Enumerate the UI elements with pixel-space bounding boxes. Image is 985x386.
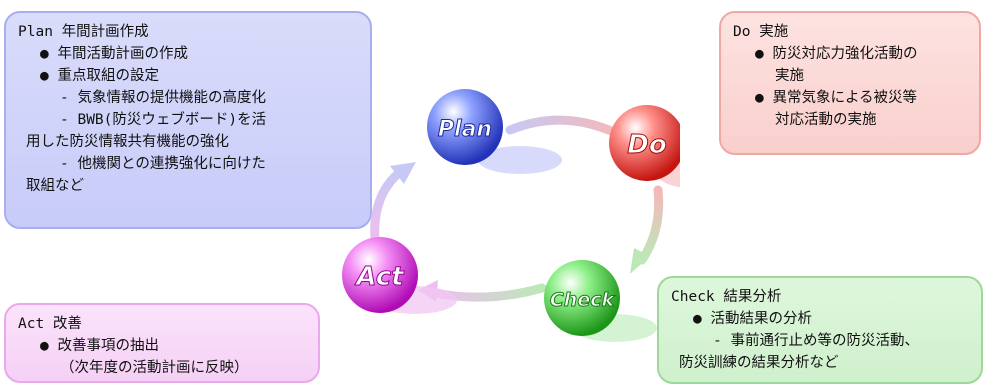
plan-box: Plan 年間計画作成 ● 年間活動計画の作成 ● 重点取組の設定 - 気象情報… bbox=[4, 11, 372, 229]
check-sphere: Check bbox=[544, 260, 620, 336]
do-title: Do 実施 bbox=[733, 24, 789, 40]
act-label: Act bbox=[354, 262, 405, 292]
pdca-cycle: Plan Do Check Act bbox=[342, 89, 680, 342]
plan-title: Plan 年間計画作成 bbox=[18, 24, 149, 40]
act-title: Act 改善 bbox=[18, 316, 82, 332]
plan-line: 取組など bbox=[26, 178, 84, 194]
act-line: （次年度の活動計画に反映） bbox=[60, 360, 249, 376]
check-label: Check bbox=[550, 289, 616, 311]
do-line: ● 異常気象による被災等 bbox=[755, 90, 918, 106]
arrow-act-to-plan bbox=[370, 162, 416, 245]
do-label: Do bbox=[627, 130, 666, 160]
plan-line: ● 重点取組の設定 bbox=[40, 68, 159, 84]
do-box: Do 実施 ● 防災対応力強化活動の 実施 ● 異常気象による被災等 対応活動の… bbox=[719, 11, 981, 155]
plan-line: - 他機関との連携強化に向けた bbox=[60, 156, 266, 172]
plan-line: - BWB(防災ウェブボード)を活 bbox=[60, 112, 267, 128]
check-line: ● 活動結果の分析 bbox=[693, 311, 812, 327]
plan-reflection bbox=[478, 146, 562, 174]
plan-line: 用した防災情報共有機能の強化 bbox=[26, 134, 229, 150]
plan-line: ● 年間活動計画の作成 bbox=[40, 46, 188, 62]
do-line: 対応活動の実施 bbox=[775, 112, 877, 128]
do-sphere: Do bbox=[609, 105, 680, 181]
do-line: ● 防災対応力強化活動の bbox=[755, 46, 918, 62]
act-line: ● 改善事項の抽出 bbox=[40, 338, 159, 354]
check-line: - 事前通行止め等の防災活動、 bbox=[713, 333, 919, 349]
check-line: 防災訓練の結果分析など bbox=[679, 355, 839, 371]
act-box: Act 改善 ● 改善事項の抽出 （次年度の活動計画に反映） bbox=[4, 303, 320, 383]
plan-line: - 気象情報の提供機能の高度化 bbox=[60, 90, 266, 106]
check-title: Check 結果分析 bbox=[671, 289, 782, 305]
arrow-do-to-check bbox=[630, 185, 664, 274]
plan-sphere: Plan bbox=[427, 89, 503, 165]
act-sphere: Act bbox=[342, 237, 418, 313]
plan-label: Plan bbox=[438, 117, 492, 142]
check-box: Check 結果分析 ● 活動結果の分析 - 事前通行止め等の防災活動、 防災訓… bbox=[657, 276, 983, 384]
do-line: 実施 bbox=[775, 68, 804, 84]
